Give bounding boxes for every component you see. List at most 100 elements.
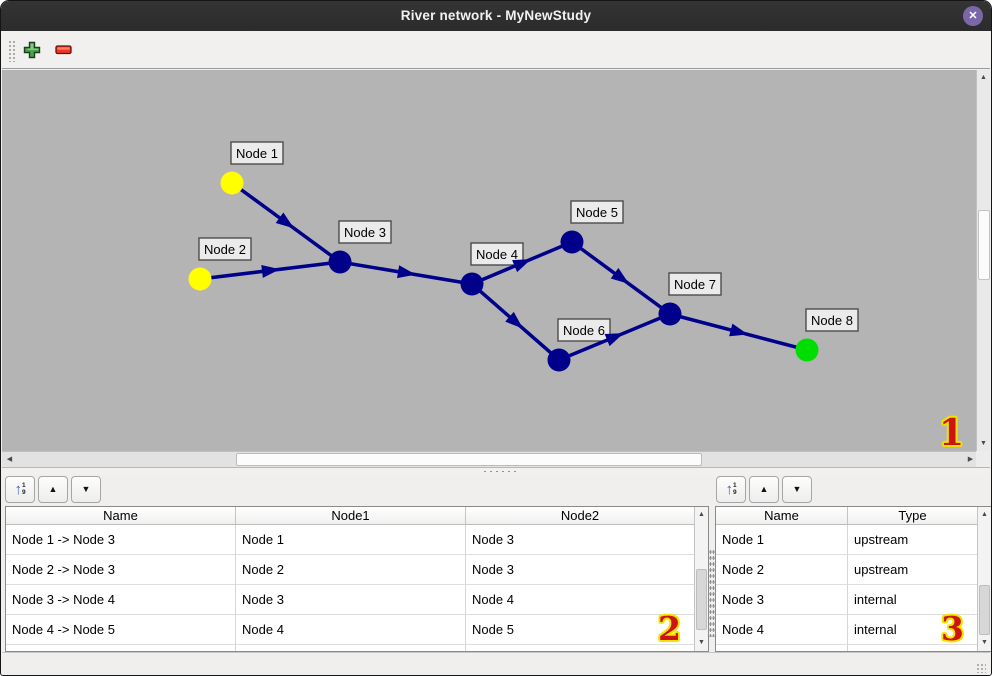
up-triangle-icon: ▲ xyxy=(759,484,769,494)
links-table-cell[interactable]: Node 1 -> Node 3 xyxy=(6,525,236,555)
toolbar-grip-handle[interactable] xyxy=(8,40,16,62)
scroll-down-icon[interactable]: ▼ xyxy=(698,639,705,646)
node-label-box-node3[interactable] xyxy=(338,220,392,244)
sort-links-button[interactable]: ↑ 1 9 xyxy=(5,476,35,503)
nodes-table-cell[interactable]: Node 4 xyxy=(716,615,848,645)
links-table-empty-cell xyxy=(6,645,236,651)
nodes-table-scrollbar[interactable]: ▲ ▼ xyxy=(977,507,991,651)
scroll-up-icon[interactable]: ▲ xyxy=(981,511,988,518)
sort-ascending-icon: ↑ 1 9 xyxy=(14,481,26,498)
node-label-box-node1[interactable] xyxy=(230,141,284,165)
links-table-cell[interactable]: Node 4 -> Node 5 xyxy=(6,615,236,645)
up-triangle-icon: ▲ xyxy=(48,484,58,494)
nodes-table-empty-cell xyxy=(716,645,848,651)
nodes-table-cell[interactable]: Node 3 xyxy=(716,585,848,615)
nodes-table-cell[interactable]: Node 1 xyxy=(716,525,848,555)
links-table-header-node1[interactable]: Node1 xyxy=(236,507,466,524)
node-node2[interactable] xyxy=(188,267,212,291)
links-table-cell[interactable]: Node 4 xyxy=(236,615,466,645)
scrollbar-corner xyxy=(976,451,990,468)
scroll-down-icon[interactable]: ▼ xyxy=(980,440,987,447)
nodes-table-header-type[interactable]: Type xyxy=(898,508,927,523)
links-table-cell[interactable]: Node 3 xyxy=(466,525,694,555)
down-triangle-icon: ▼ xyxy=(81,484,91,494)
links-table-cell[interactable]: Node 2 -> Node 3 xyxy=(6,555,236,585)
nodes-table-cell[interactable]: Node 2 xyxy=(716,555,848,585)
node-node8[interactable] xyxy=(795,338,819,362)
annotation-marker-1: 1 xyxy=(939,412,965,451)
links-table-cell[interactable]: Node 1 xyxy=(236,525,466,555)
canvas-hscroll-thumb[interactable] xyxy=(236,453,702,466)
sort-nodes-button[interactable]: ↑ 1 9 xyxy=(716,476,746,503)
annotation-marker-3: 3 xyxy=(941,609,964,648)
title-bar[interactable]: River network - MyNewStudy ✕ xyxy=(1,1,991,31)
node-node3[interactable] xyxy=(328,250,352,274)
node-node4[interactable] xyxy=(460,272,484,296)
scroll-up-icon[interactable]: ▲ xyxy=(980,74,987,81)
scroll-down-icon[interactable]: ▼ xyxy=(981,639,988,646)
node-node7[interactable] xyxy=(658,302,682,326)
move-node-up-button[interactable]: ▲ xyxy=(749,476,779,503)
sort-ascending-icon: ↑ 1 9 xyxy=(725,481,737,498)
links-table-cell[interactable]: Node 3 xyxy=(236,585,466,615)
scroll-left-icon[interactable]: ◀ xyxy=(6,456,13,463)
node-node1[interactable] xyxy=(220,171,244,195)
scroll-up-icon[interactable]: ▲ xyxy=(698,511,705,518)
links-table-header-name[interactable]: Name xyxy=(6,507,236,524)
move-link-down-button[interactable]: ▼ xyxy=(71,476,101,503)
node-label-node4: Node 4 xyxy=(476,247,518,262)
horizontal-splitter[interactable] xyxy=(2,468,990,474)
links-table-cell[interactable]: Node 5 xyxy=(466,615,694,645)
vertical-splitter[interactable] xyxy=(709,549,715,637)
canvas-vertical-scrollbar[interactable]: ▲ ▼ xyxy=(976,70,990,451)
links-table-header-node2[interactable]: Node2 xyxy=(560,508,600,523)
node-node6[interactable] xyxy=(547,348,571,372)
nodes-table-empty-row xyxy=(716,645,977,651)
move-node-down-button[interactable]: ▼ xyxy=(782,476,812,503)
node-label-box-node4[interactable] xyxy=(470,242,524,266)
move-link-up-button[interactable]: ▲ xyxy=(38,476,68,503)
node-label-box-node6[interactable] xyxy=(557,318,611,342)
scroll-right-icon[interactable]: ▶ xyxy=(967,456,974,463)
links-scroll-thumb[interactable] xyxy=(696,569,707,630)
close-button[interactable]: ✕ xyxy=(963,6,983,26)
add-button[interactable] xyxy=(23,41,41,59)
canvas-horizontal-scrollbar[interactable]: ◀ ▶ xyxy=(2,451,978,468)
status-bar xyxy=(2,652,990,675)
links-table-cell[interactable]: Node 3 xyxy=(466,555,694,585)
nodes-table-cell[interactable]: upstream xyxy=(848,525,977,555)
nodes-table-header-name[interactable]: Name xyxy=(716,507,848,524)
node-label-box-node5[interactable] xyxy=(570,200,624,224)
links-table-cell[interactable]: Node 2 xyxy=(236,555,466,585)
links-table-cell[interactable]: Node 4 xyxy=(466,585,694,615)
nodes-scroll-thumb[interactable] xyxy=(979,585,990,635)
close-icon: ✕ xyxy=(968,10,978,22)
remove-button[interactable] xyxy=(55,45,73,63)
annotation-marker-2: 2 xyxy=(658,609,681,648)
canvas-vscroll-thumb[interactable] xyxy=(978,210,990,280)
links-table-scrollbar[interactable]: ▲ ▼ xyxy=(694,507,708,651)
node-node5[interactable] xyxy=(560,230,584,254)
node-label-box-node2[interactable] xyxy=(198,237,252,261)
node-label-node7: Node 7 xyxy=(674,277,716,292)
nodes-table-header-row: Name Type xyxy=(716,507,977,525)
node-label-box-node7[interactable] xyxy=(668,272,722,296)
nodes-table-cell[interactable]: internal xyxy=(848,615,977,645)
resize-grip-icon[interactable] xyxy=(976,663,986,673)
links-table-cell[interactable]: Node 3 -> Node 4 xyxy=(6,585,236,615)
node-label-node5: Node 5 xyxy=(576,205,618,220)
nodes-table-cell[interactable]: internal xyxy=(848,585,977,615)
node-label-box-node8[interactable] xyxy=(805,308,859,332)
nodes-table-cell[interactable]: upstream xyxy=(848,555,977,585)
